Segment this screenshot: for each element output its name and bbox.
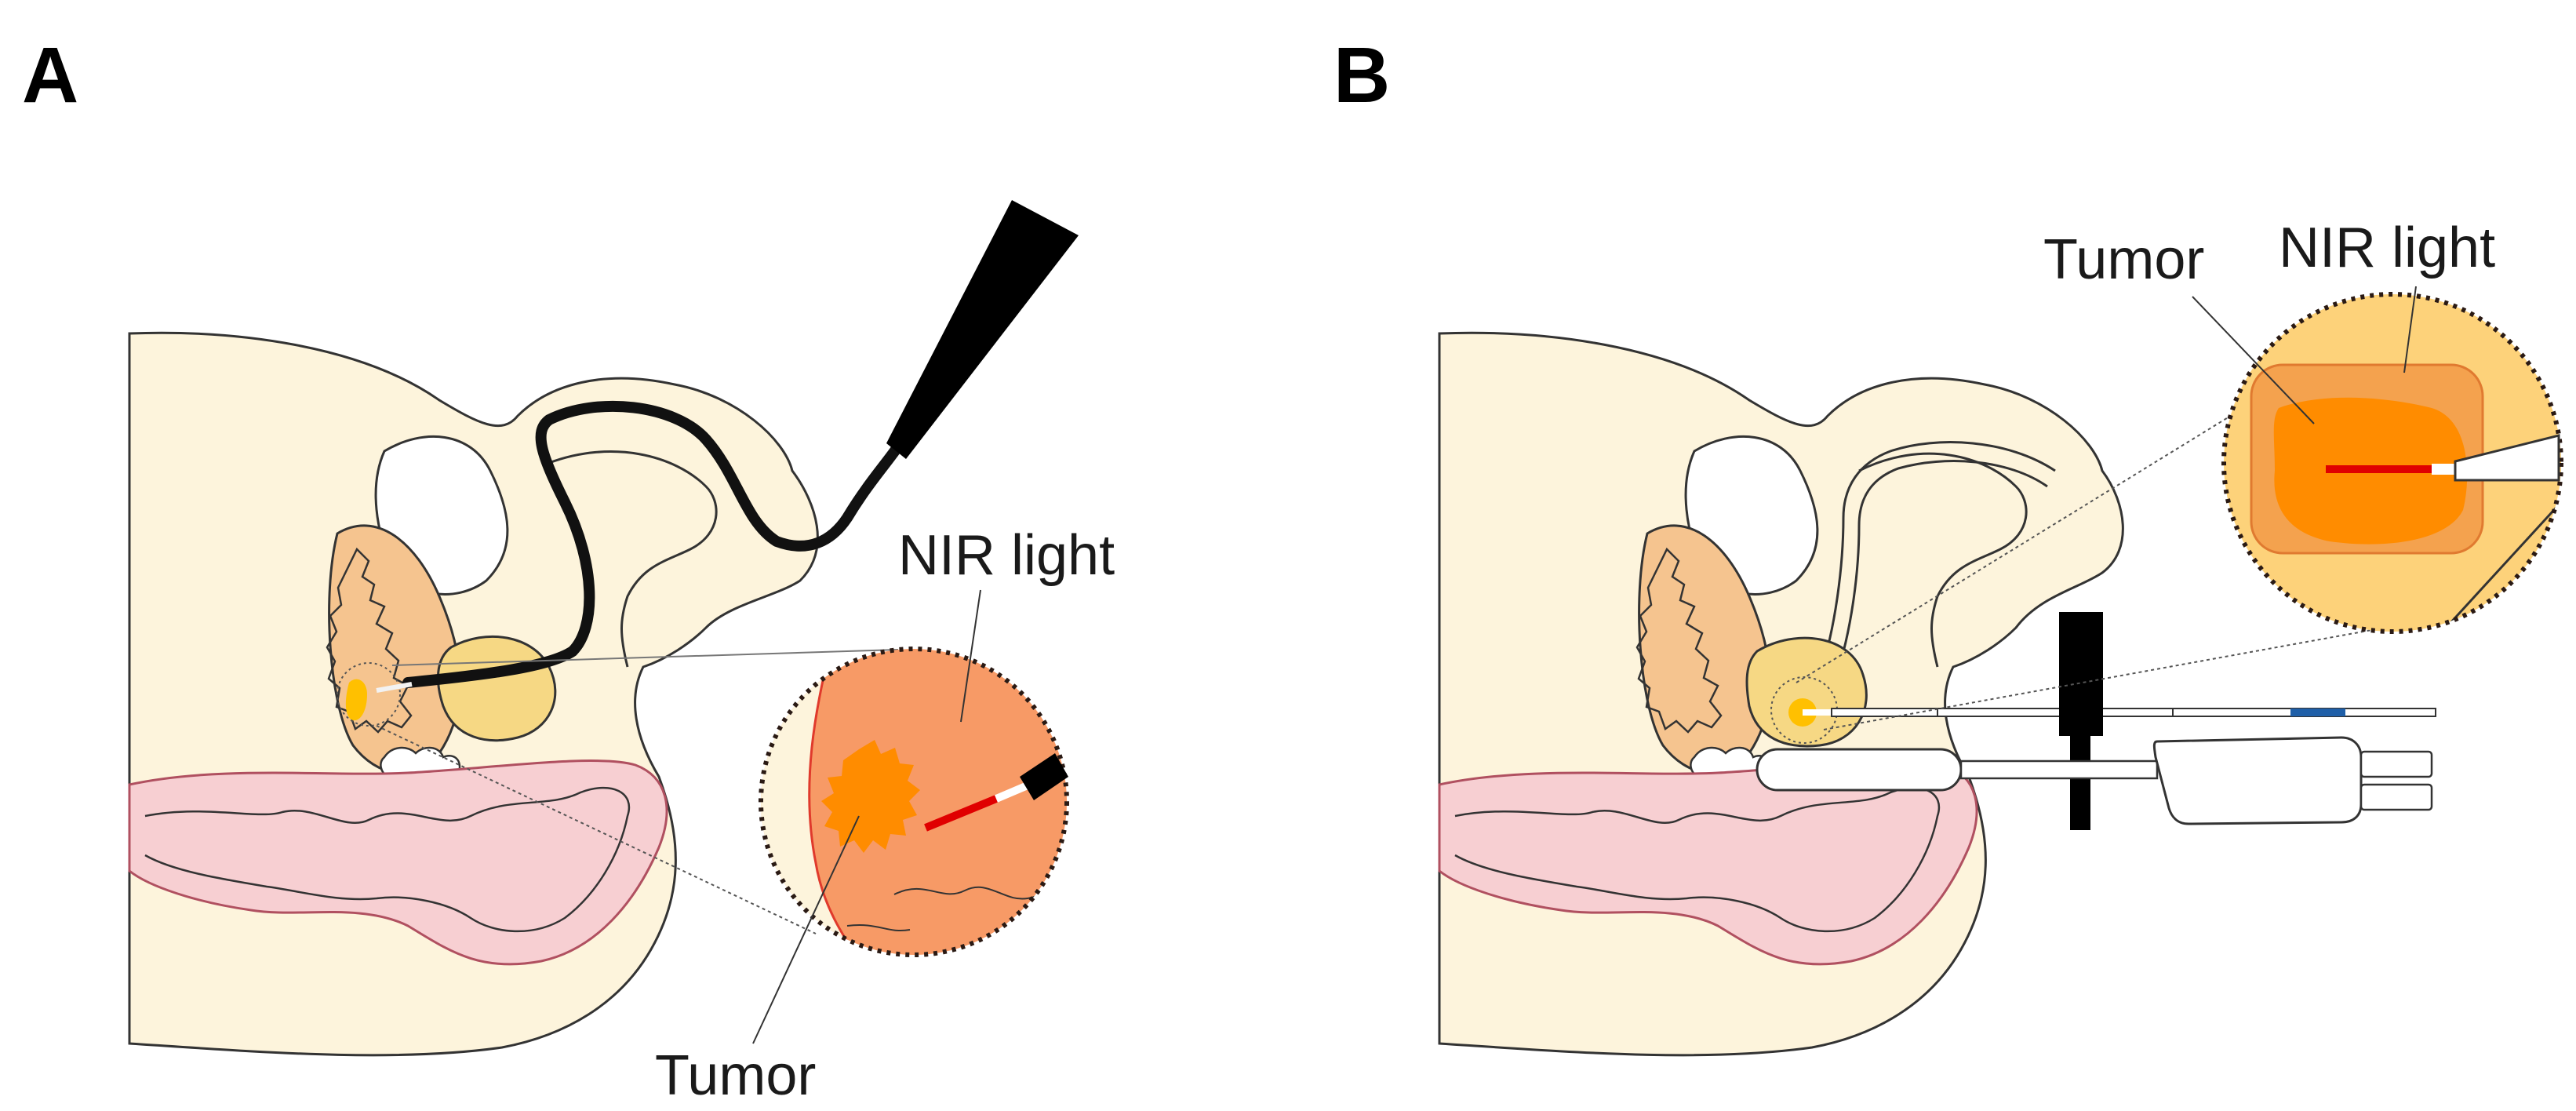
panel-a-optical-fiber <box>402 400 908 688</box>
panel-b-needle <box>1831 708 2436 717</box>
panel-b-prostate-zone <box>1635 547 1723 734</box>
panel-b-template-grid-icon <box>2059 612 2103 736</box>
panel-b-leader-tumor <box>2192 296 2315 424</box>
panel-b-urethra <box>1818 441 2056 676</box>
panel-a-leader-tumor <box>752 815 860 1044</box>
panel-b-needle-blue-tip <box>2290 708 2345 716</box>
panel-a-label-nir-light: NIR light <box>898 524 1115 587</box>
panel-a: A <box>22 31 1115 1107</box>
panel-a-zoom-line-top <box>391 649 899 666</box>
panel-b-gland <box>1745 636 1868 748</box>
panel-a-rectum <box>128 759 668 966</box>
panel-b-label-nir-light: NIR light <box>2279 217 2495 279</box>
panel-a-label-tumor: Tumor <box>655 1044 816 1107</box>
panel-b-ultrasound-probe-icon <box>1756 736 2433 825</box>
panel-b-leader-nir <box>2403 286 2417 373</box>
panel-a-gland <box>436 635 557 742</box>
panel-a-fiber-tip <box>376 682 413 693</box>
panel-b-rectum <box>1438 759 1978 966</box>
panel-a-handpiece-icon <box>886 200 1079 459</box>
panel-b-letter: B <box>1333 31 1390 119</box>
panel-a-inner-contour <box>548 450 718 668</box>
panel-a-focus-circle <box>337 662 401 727</box>
panel-b: B <box>1333 31 2563 1057</box>
panel-b-zoom-line-bottom <box>1823 627 2385 730</box>
panel-b-magnifier-circle <box>2221 292 2563 634</box>
panel-a-magnifier-circle <box>759 647 1069 957</box>
panel-a-leader-nir <box>960 589 981 723</box>
panel-a-prostate-zone <box>326 547 413 734</box>
panel-a-rectum-inner <box>144 786 631 933</box>
panel-b-needle-tip-zoom <box>2454 434 2560 482</box>
panel-b-inner-contour <box>1858 452 2028 668</box>
panel-b-rectum-inner <box>1454 786 1941 933</box>
panel-a-laser-beam <box>924 795 998 832</box>
panel-b-template-post <box>2070 736 2090 830</box>
panel-a-letter: A <box>22 31 78 119</box>
panel-a-tumor-zoom <box>821 740 920 853</box>
panel-a-fiber-tip-zoom <box>1020 753 1068 800</box>
panel-a-tumor-spot <box>345 679 367 721</box>
panel-b-label-tumor: Tumor <box>2043 228 2204 291</box>
panel-b-urethra-inner <box>1834 460 2048 679</box>
